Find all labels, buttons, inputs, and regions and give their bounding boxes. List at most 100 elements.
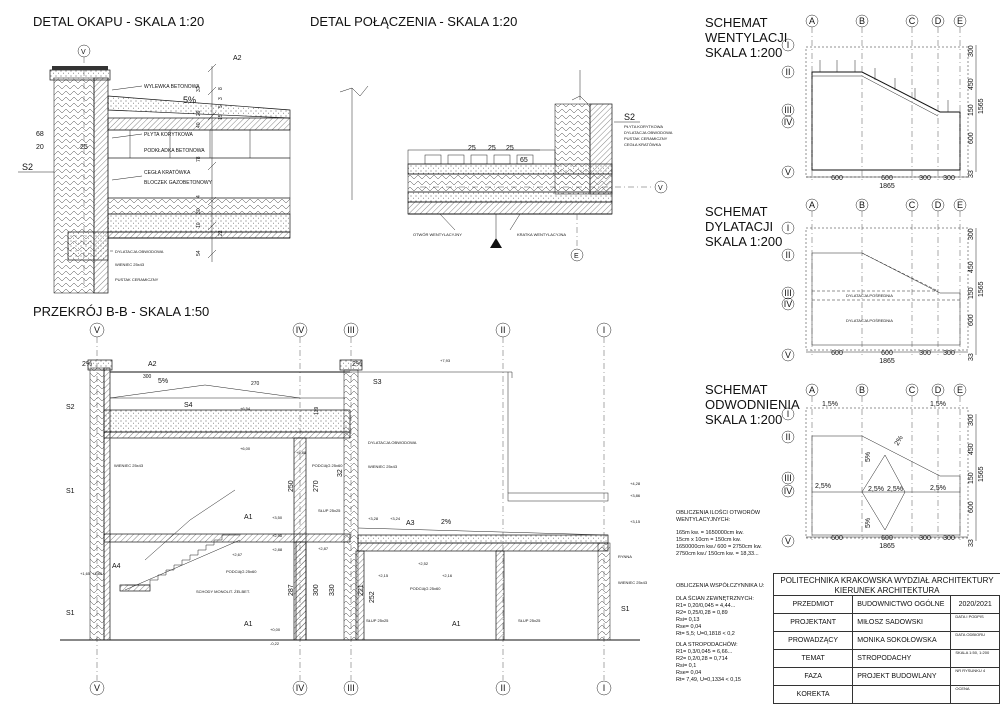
section-axis-II: II xyxy=(500,683,505,693)
plan-dim-total: 1865 xyxy=(879,358,895,365)
okap-dim-8: 8 xyxy=(218,87,224,90)
okap-slope: 5% xyxy=(183,95,196,105)
dyl-label-2: DYLATACJA POŚREDNIA xyxy=(846,318,893,323)
lv-165: +1,65 xyxy=(80,571,91,576)
title-dyl-1: SCHEMAT xyxy=(705,204,768,219)
plan-row-axis-II: II xyxy=(785,432,790,442)
vd-252: 252 xyxy=(369,591,376,603)
plan-dim-right: 150 xyxy=(968,287,975,299)
plan-dim-right: 600 xyxy=(968,132,975,144)
calc-u-line: R1= 0,3/0,045 = 6,66... xyxy=(676,649,733,655)
plan-row-axis-IV: IV xyxy=(784,117,793,127)
vd-250: 250 xyxy=(288,480,295,492)
sec-slup2: SŁUP 25x25 xyxy=(366,618,389,623)
lv-328: +3,28 xyxy=(368,516,379,521)
lv-600: +6,00 xyxy=(240,446,251,451)
dyl-label-1: DYLATACJA POŚREDNIA xyxy=(846,293,893,298)
sec-wieniec2: WIENIEC 25x43 xyxy=(368,464,398,469)
vd-32: 32 xyxy=(337,469,344,477)
plan-row-axis-III: III xyxy=(784,288,792,298)
sec-slup3: SŁUP 25x25 xyxy=(518,618,541,623)
lv-315: +3,15 xyxy=(630,519,641,524)
plan-col-axis-C: C xyxy=(909,200,916,210)
calc-u-line: Rse= 0,04 xyxy=(676,624,702,630)
title-przekroj: PRZEKRÓJ B-B - SKALA 1:50 xyxy=(33,304,209,319)
vd-287: 287 xyxy=(288,584,295,596)
okap-dim-78: 78 xyxy=(196,156,202,162)
plan-col-axis-E: E xyxy=(957,385,963,395)
plan-row-axis-I: I xyxy=(787,40,790,50)
plan-dim-bottom: 300 xyxy=(943,175,955,182)
plan-dim-right: 150 xyxy=(968,472,975,484)
section-axis-III: III xyxy=(347,325,355,335)
plan-dim-bottom: 600 xyxy=(831,175,843,182)
sec-a3: A3 xyxy=(406,520,415,527)
tb-value: PROJEKT BUDOWLANY xyxy=(852,667,952,686)
plan-col-axis-D: D xyxy=(935,200,942,210)
plan-dim-right: 450 xyxy=(968,78,975,90)
section-axis-IV-circle xyxy=(292,322,308,338)
plan-dim-right: 33 xyxy=(968,170,975,178)
sec-podciag1: PODCIĄG 25x60 xyxy=(312,463,343,468)
plan-dim-bottom: 600 xyxy=(831,535,843,542)
vd-300: 300 xyxy=(313,584,320,596)
plan-col-axis-B: B xyxy=(859,16,865,26)
sec-s1c: S1 xyxy=(621,606,630,613)
lv-000: +0,00 xyxy=(270,627,281,632)
plan-dim-right: 450 xyxy=(968,443,975,455)
plan-col-axis-D: D xyxy=(935,385,942,395)
okap-dim-30: 30 xyxy=(196,208,202,214)
calc-vent-head: OBLICZENIA ILOŚCI OTWORÓW WENTYLACYJNYCH… xyxy=(676,510,761,523)
plan-row-axis-IV-circle xyxy=(781,297,795,311)
title-detal-okapu: DETAL OKAPU - SKALA 1:20 xyxy=(33,14,204,29)
okap-wieniec-label: WIENIEC 25x43 xyxy=(115,262,145,267)
plan-row-axis-II: II xyxy=(785,67,790,77)
sec-a1a: A1 xyxy=(244,514,253,521)
okap-dim-15: 15 xyxy=(218,114,224,120)
plan-row-axis-I-circle xyxy=(781,38,795,52)
plan-row-axis-I-circle xyxy=(781,221,795,235)
okap-dim-20: 20 xyxy=(36,144,44,151)
plan-dim-right: 450 xyxy=(968,261,975,273)
plan-row-axis-IV-circle xyxy=(781,484,795,498)
okap-wall xyxy=(53,77,95,294)
plan-row-axis-IV: IV xyxy=(784,299,793,309)
plan-col-axis-A: A xyxy=(809,200,815,210)
detal-polaczenia: V E S2 PŁYTA KORYTKOWA DYLATACJA OBWODOW… xyxy=(339,70,673,262)
lv-386: +3,86 xyxy=(630,493,641,498)
section-axis-I: I xyxy=(603,325,606,335)
plan-dim-right: 300 xyxy=(968,45,975,57)
plan-col-axis-A: A xyxy=(809,16,815,26)
calc-vent-line: 165m kw. = 1650000cm kw. xyxy=(676,530,744,536)
plan-row-axis-II-circle xyxy=(781,248,795,262)
detal-okapu: V A2 S2 WYLEWKA BETON xyxy=(18,44,291,294)
sec-podciag2: PODCIĄG 25x60 xyxy=(226,569,257,574)
plan-dim-right: 600 xyxy=(968,501,975,513)
titleblock-row: PROJEKTANT MIŁOSZ SADOWSKI DATA I PODPIS xyxy=(772,613,1000,632)
tb-label: TEMAT xyxy=(772,649,854,668)
sec-podciag3: PODCIĄG 25x60 xyxy=(410,586,441,591)
plan-row-axis-V-circle xyxy=(781,534,795,548)
tb-value: MONIKA SOKOŁOWSKA xyxy=(852,631,952,650)
plan-dim-total: 1865 xyxy=(879,183,895,190)
okap-dim-4: 4 xyxy=(196,195,202,198)
calc-u-sub1: DLA ŚCIAN ZEWNĘTRZNYCH: xyxy=(676,596,754,602)
sec-a2: A2 xyxy=(148,361,157,368)
calc-vent-line: 2750cm kw./ 150cm kw. = 18,33... xyxy=(676,551,759,557)
section-axis-II-circle xyxy=(495,322,511,338)
lv-288: +2,88 xyxy=(272,547,283,552)
plan-col-axis-C: C xyxy=(909,385,916,395)
okap-wylewka-label: WYLEWKA BETONOWA xyxy=(144,84,200,90)
polacz-dylatacja: DYLATACJA OBWODOWA xyxy=(624,130,673,135)
polacz-s2: S2 xyxy=(624,112,635,122)
sec-s2: S2 xyxy=(66,404,75,411)
titleblock-table: PRZEDMIOT BUDOWNICTWO OGÓLNE 2020/2021 P… xyxy=(772,595,1000,704)
polacz-dim-65: 65 xyxy=(520,157,528,164)
plan-row-axis-I: I xyxy=(787,409,790,419)
titleblock-row: PRZEDMIOT BUDOWNICTWO OGÓLNE 2020/2021 xyxy=(772,595,1000,614)
tb-value xyxy=(852,685,952,704)
section-axis-V: V xyxy=(94,325,100,335)
plan-row-axis-IV-circle xyxy=(781,115,795,129)
okap-dim-37: 37 xyxy=(196,86,202,92)
